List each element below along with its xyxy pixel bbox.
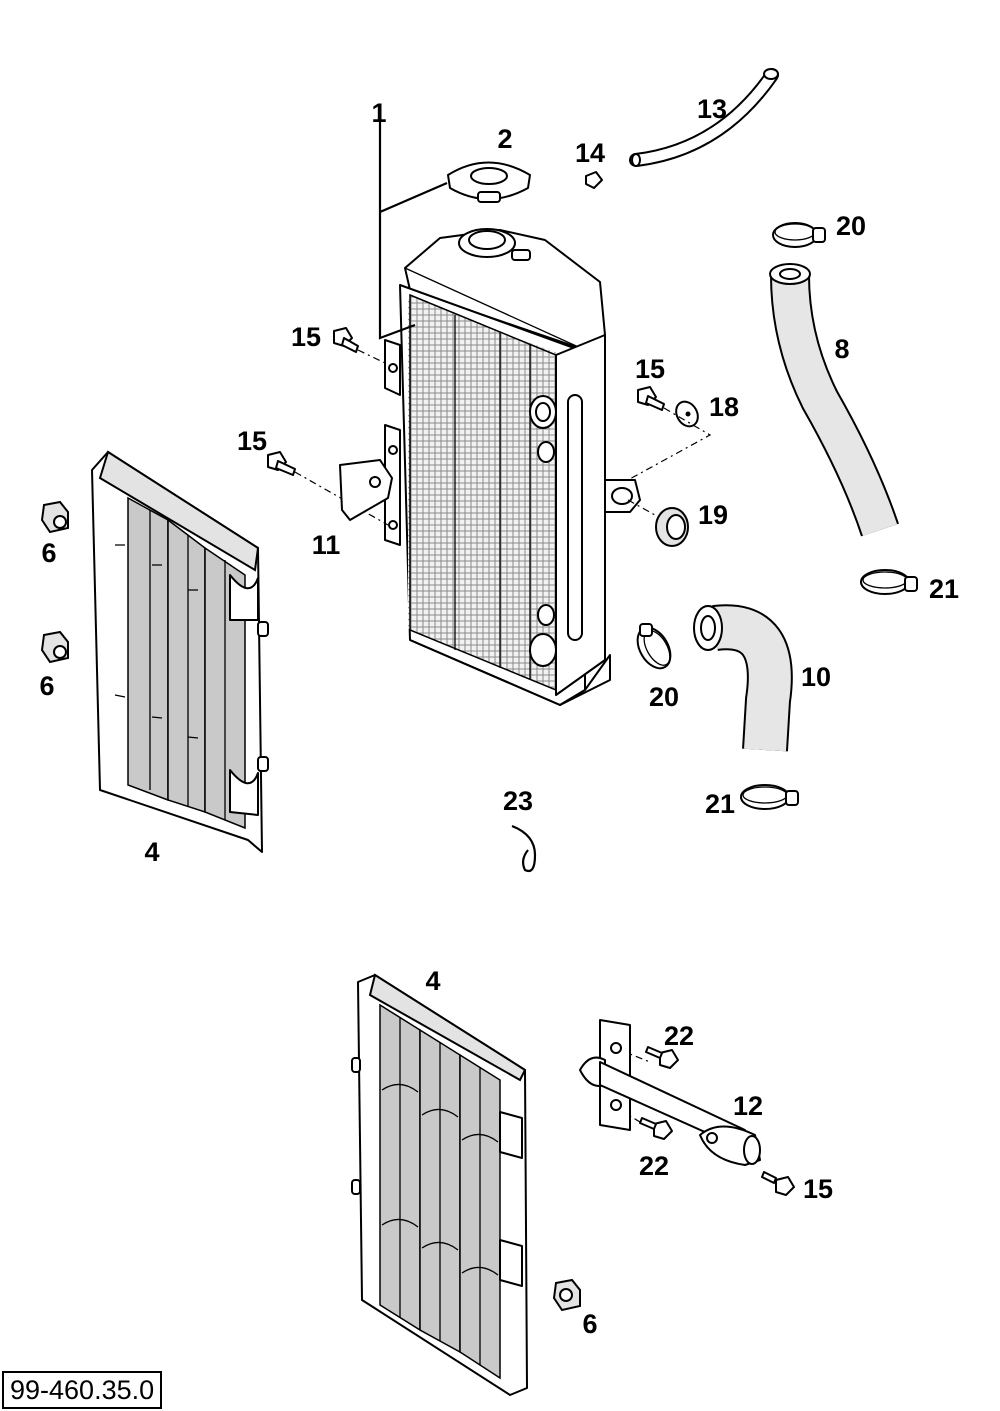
callout-1: 1 xyxy=(371,98,386,128)
callout-20: 20 xyxy=(836,211,866,241)
assembly-line xyxy=(357,349,386,364)
bracket xyxy=(339,459,393,521)
spring-clip xyxy=(552,1278,581,1312)
callout-6: 6 xyxy=(39,671,54,701)
hose-clamp-upper xyxy=(772,222,826,248)
leader-line xyxy=(378,122,448,340)
callout-21: 21 xyxy=(929,574,959,604)
washer xyxy=(675,400,699,428)
callout-2: 2 xyxy=(497,124,512,154)
callout-22: 22 xyxy=(639,1151,669,1181)
callout-15: 15 xyxy=(803,1174,833,1204)
radiator-louver-upper xyxy=(91,450,269,853)
rubber-grommet xyxy=(655,507,689,547)
callout-15: 15 xyxy=(237,426,267,456)
wire-clip xyxy=(511,824,537,873)
callout-14: 14 xyxy=(575,138,605,168)
callout-8: 8 xyxy=(834,334,849,364)
lower-radiator-hose xyxy=(693,604,793,752)
screw xyxy=(637,386,665,411)
callout-21: 21 xyxy=(705,789,735,819)
callout-11: 11 xyxy=(312,530,341,560)
callout-23: 23 xyxy=(503,786,533,816)
assembly-line xyxy=(627,407,712,481)
callout-18: 18 xyxy=(709,392,739,422)
assembly-line xyxy=(627,499,656,516)
callout-19: 19 xyxy=(698,500,728,530)
overflow-hose xyxy=(629,68,779,167)
callout-15: 15 xyxy=(635,354,665,384)
callout-15: 15 xyxy=(291,322,321,352)
callout-6: 6 xyxy=(582,1309,597,1339)
callout-20: 20 xyxy=(649,682,679,712)
callout-labels: 1 2 13 14 20 8 15 15 18 15 19 11 6 21 10… xyxy=(39,94,959,1339)
radiator-louver-lower xyxy=(351,973,528,1396)
callout-6: 6 xyxy=(41,538,56,568)
screw xyxy=(761,1171,795,1196)
callout-22: 22 xyxy=(664,1021,694,1051)
spring-clip xyxy=(40,500,69,534)
hose-clamp-right xyxy=(860,569,918,595)
hose-clamp-bottom xyxy=(740,784,799,810)
callout-4: 4 xyxy=(144,837,159,867)
reference-number: 99-460.35.0 xyxy=(2,1371,163,1409)
radiator-cap xyxy=(447,161,531,203)
callout-12: 12 xyxy=(733,1091,763,1121)
upper-radiator-hose xyxy=(769,263,899,537)
screw xyxy=(639,1117,673,1140)
louver-mounting-bracket xyxy=(579,1019,761,1166)
screw xyxy=(267,451,296,476)
callout-10: 10 xyxy=(801,662,831,692)
callout-13: 13 xyxy=(697,94,727,124)
callout-4: 4 xyxy=(425,966,440,996)
hose-clip xyxy=(585,171,603,189)
spring-clip xyxy=(40,630,69,664)
hose-clamp-left xyxy=(636,623,672,670)
radiator xyxy=(384,228,641,706)
screw xyxy=(333,327,359,353)
screw xyxy=(645,1046,679,1069)
